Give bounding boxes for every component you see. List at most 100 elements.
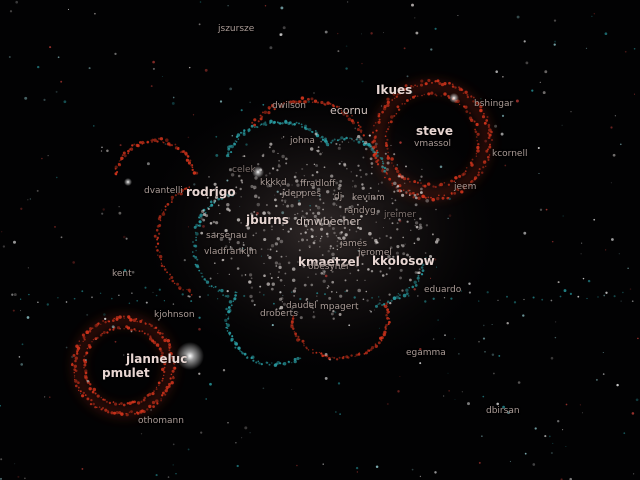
ring-particle [421, 94, 423, 97]
cluster-particle [279, 192, 282, 196]
ring-particle [386, 154, 389, 158]
background-star [256, 211, 259, 215]
background-star [355, 466, 359, 470]
background-star [553, 19, 557, 22]
background-star [386, 306, 388, 308]
background-star [276, 190, 279, 193]
ring-particle [374, 156, 378, 160]
cluster-particle [405, 165, 407, 168]
cluster-particle [252, 234, 255, 237]
cluster-particle [327, 221, 329, 223]
background-star [125, 237, 128, 240]
cluster-particle [406, 220, 409, 223]
ring-particle [157, 381, 161, 385]
cluster-particle [253, 188, 255, 190]
ring-particle [296, 338, 300, 342]
cluster-particle [268, 172, 271, 175]
ring-particle [372, 150, 376, 154]
cluster-particle [339, 294, 343, 298]
cluster-particle [300, 232, 302, 235]
background-star [345, 67, 348, 70]
cluster-particle [267, 248, 269, 250]
cluster-particle [312, 241, 316, 245]
ring-particle [431, 81, 433, 84]
ring-particle [130, 410, 133, 413]
ring-particle [104, 408, 108, 412]
ring-particle [220, 288, 224, 293]
cluster-particle [230, 173, 235, 177]
background-star [123, 235, 126, 239]
cluster-particle [255, 232, 257, 234]
ring-particle [370, 345, 375, 350]
streak-particle [523, 298, 525, 301]
background-star [361, 80, 364, 83]
background-star [123, 269, 127, 272]
cluster-particle [202, 212, 206, 217]
label-dwilson: dwilson [272, 101, 306, 111]
background-star [616, 383, 619, 387]
ring-particle [163, 366, 166, 369]
background-star [163, 313, 165, 315]
cluster-particle [316, 171, 319, 174]
ring-particle [71, 362, 73, 365]
ring-particle [234, 140, 237, 142]
ring-particle [261, 115, 264, 118]
streak-particle [371, 296, 374, 299]
label-droberts: droberts [260, 309, 298, 319]
cluster-particle [280, 255, 283, 258]
cluster-particle [251, 299, 254, 303]
background-star [57, 56, 60, 59]
cluster-particle [246, 222, 248, 225]
cluster-particle [314, 132, 318, 136]
ring-particle [374, 145, 378, 149]
ring-particle [361, 140, 365, 143]
cluster-particle [261, 154, 265, 158]
ring-particle [378, 118, 381, 121]
ring-particle [234, 291, 237, 294]
background-star [235, 442, 237, 444]
cluster-particle [384, 152, 387, 155]
ring-particle [472, 96, 475, 99]
ring-particle [341, 356, 345, 360]
ring-particle [377, 120, 381, 124]
cluster-particle [339, 205, 342, 209]
ring-particle [153, 234, 157, 238]
cluster-particle [304, 216, 306, 219]
ring-particle [299, 357, 302, 360]
ring-particle [396, 93, 399, 96]
cluster-particle [371, 166, 373, 169]
cluster-particle [315, 150, 318, 152]
background-star [565, 403, 568, 406]
cluster-particle [368, 192, 371, 194]
ring-particle [486, 148, 490, 151]
ring-particle [363, 352, 366, 355]
background-star [198, 224, 202, 227]
ring-particle [345, 114, 349, 118]
cluster-particle [313, 163, 316, 166]
ring-particle [427, 182, 431, 186]
ring-particle [173, 282, 176, 285]
background-star [312, 91, 316, 95]
ring-particle [315, 351, 318, 354]
cluster-particle [408, 189, 411, 192]
background-star [217, 273, 219, 274]
background-star [318, 195, 321, 197]
streak-particle [28, 293, 30, 296]
background-star [289, 227, 293, 231]
ring-particle [384, 135, 387, 138]
cluster-particle [291, 307, 294, 310]
cluster-particle [268, 256, 272, 260]
label-dvantelli: dvantelli [144, 186, 183, 196]
ring-particle [385, 302, 389, 305]
ring-particle [389, 120, 393, 124]
background-star [85, 359, 87, 361]
cluster-particle [275, 265, 278, 267]
ring-particle [136, 411, 139, 414]
label-ffradloff: ffradloff [300, 179, 336, 189]
ring-particle [171, 358, 174, 362]
streak-particle [198, 295, 201, 298]
cluster-particle [323, 270, 326, 273]
ring-particle [136, 320, 138, 323]
cluster-particle [396, 189, 400, 193]
